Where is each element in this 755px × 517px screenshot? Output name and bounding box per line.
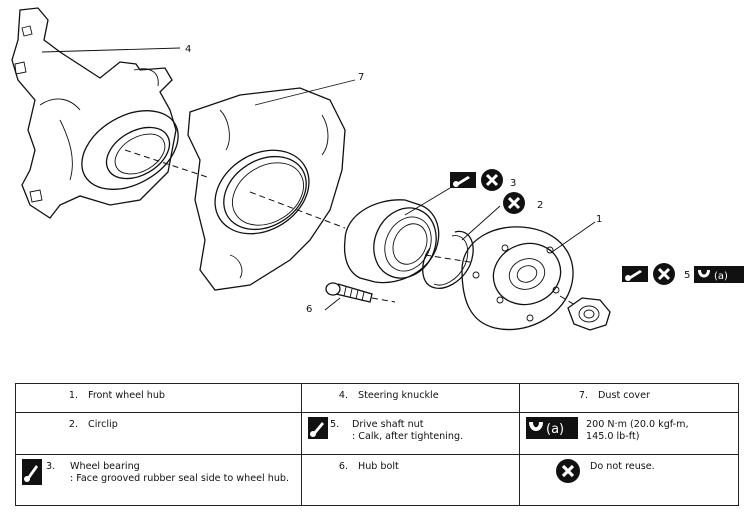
wheel-bearing <box>343 199 440 284</box>
front-wheel-hub <box>461 226 574 331</box>
do-not-reuse-icon <box>503 192 525 214</box>
legend-num-2: 2. <box>68 419 78 430</box>
callout-2: 2 <box>537 200 543 211</box>
callout-1: 1 <box>596 214 602 225</box>
legend-cell-do-not-reuse: Do not reuse. <box>519 454 739 506</box>
torque-icon: (a) <box>526 417 578 443</box>
torque-icon-marker: (a) <box>546 422 564 437</box>
legend-num-1: 1. <box>68 390 78 401</box>
legend-text-front-wheel-hub: Front wheel hub <box>88 390 166 401</box>
legend-cell-7: 7. Dust cover <box>519 383 739 413</box>
legend-cell-4: 4. Steering knuckle <box>301 383 520 413</box>
legend-num-5: 5. <box>330 419 340 430</box>
grease-icon <box>450 172 476 188</box>
grease-icon <box>22 459 42 489</box>
parts-legend-table: 1. Front wheel hub 4. Steering knuckle 7… <box>15 383 739 506</box>
legend-num-3: 3. <box>46 461 56 472</box>
callout-7: 7 <box>358 72 364 83</box>
grease-icon <box>622 266 648 282</box>
legend-text-torque-value: 200 N·m (20.0 kgf-m, <box>586 419 689 430</box>
hub-bolt <box>325 282 373 303</box>
grease-icon <box>308 417 328 443</box>
do-not-reuse-icon <box>653 263 675 285</box>
torque-marker-a: (a) <box>714 271 728 282</box>
legend-cell-2: 2. Circlip <box>15 412 302 455</box>
legend-text-wheel-bearing: Wheel bearing <box>70 461 140 472</box>
legend-subtext-torque-lbft: 145.0 lb-ft) <box>586 431 640 442</box>
callout-3: 3 <box>510 178 516 189</box>
legend-text-steering-knuckle: Steering knuckle <box>358 390 439 401</box>
callout-6: 6 <box>306 304 312 315</box>
dust-cover <box>187 87 346 291</box>
circlip <box>422 230 474 289</box>
legend-text-dust-cover: Dust cover <box>598 390 650 401</box>
torque-icon: (a) <box>694 266 744 283</box>
callout-4: 4 <box>185 44 191 55</box>
do-not-reuse-icon <box>481 169 503 191</box>
legend-text-drive-shaft-nut: Drive shaft nut <box>352 419 424 430</box>
legend-cell-1: 1. Front wheel hub <box>15 383 302 413</box>
legend-cell-3: 3. Wheel bearing : Face grooved rubber s… <box>15 454 302 506</box>
legend-cell-5: 5. Drive shaft nut : Calk, after tighten… <box>301 412 520 455</box>
callout-5: 5 <box>684 270 690 281</box>
legend-num-7: 7. <box>578 390 588 401</box>
legend-cell-torque: (a) 200 N·m (20.0 kgf-m, 145.0 lb-ft) <box>519 412 739 455</box>
legend-text-do-not-reuse: Do not reuse. <box>590 461 655 472</box>
steering-knuckle <box>11 7 179 219</box>
drive-shaft-nut <box>567 297 611 331</box>
legend-num-4: 4. <box>338 390 348 401</box>
exploded-diagram: 4 7 3 2 1 5 6 (a) <box>11 7 744 331</box>
legend-text-circlip: Circlip <box>88 419 118 430</box>
legend-num-6: 6. <box>338 461 348 472</box>
do-not-reuse-icon <box>556 459 580 487</box>
legend-subtext-seal-side: : Face grooved rubber seal side to wheel… <box>70 473 290 484</box>
legend-subtext-calk: : Calk, after tightening. <box>352 431 464 442</box>
legend-cell-6: 6. Hub bolt <box>301 454 520 506</box>
legend-text-hub-bolt: Hub bolt <box>358 461 399 472</box>
